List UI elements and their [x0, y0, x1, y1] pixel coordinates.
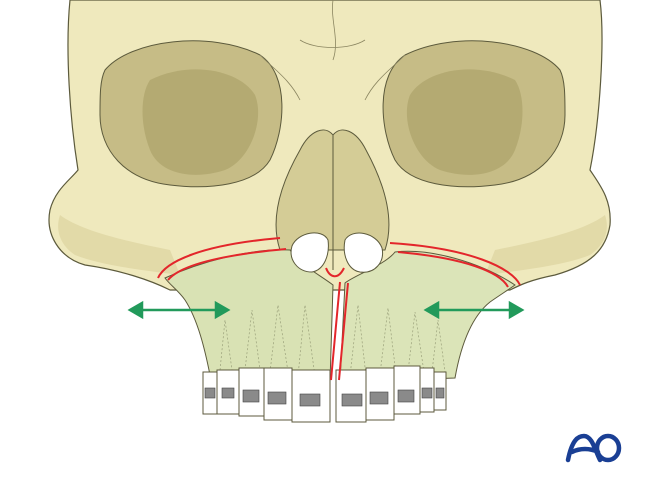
right-orbit-depth	[406, 69, 523, 175]
ao-logo	[565, 433, 622, 463]
right-nostril	[343, 232, 384, 273]
left-orbit-depth	[142, 69, 259, 175]
right-expansion-arrow-icon	[423, 300, 525, 320]
zygoma-shadow-left	[58, 215, 180, 275]
right-maxilla-segment	[339, 250, 516, 383]
osteotomy-lines	[157, 237, 521, 381]
sutures	[259, 0, 406, 101]
left-nostril	[290, 232, 329, 273]
left-expansion-arrow-icon	[127, 300, 231, 320]
orthodontic-brackets	[204, 387, 445, 407]
zygoma-shadow-right	[485, 215, 607, 275]
tooth-roots	[219, 304, 446, 377]
